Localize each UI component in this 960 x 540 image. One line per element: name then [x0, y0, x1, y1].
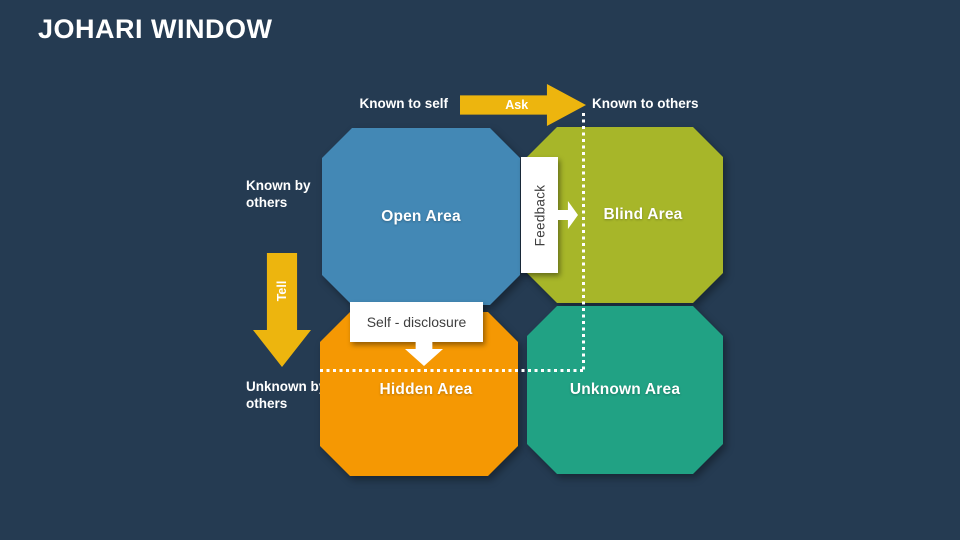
quadrant-open-area-label: Open Area [381, 207, 461, 225]
quadrant-unknown-area: Unknown Area [527, 306, 723, 474]
self-disclosure-label: Self - disclosure [366, 314, 467, 330]
axis-label-known-to-self: Known to self [359, 96, 449, 111]
quadrant-open-area-shape: Open Area [322, 128, 520, 305]
quadrant-hidden-area-label: Hidden Area [379, 381, 473, 398]
tell-arrow-icon: Tell [253, 253, 311, 367]
axis-label-known-by-others: Known by others [246, 178, 311, 210]
quadrant-unknown-area-label: Unknown Area [569, 381, 681, 398]
vertical-dotted-divider [582, 113, 585, 370]
feedback-box: Feedback [521, 157, 558, 273]
ask-arrow-label: Ask [505, 97, 529, 112]
quadrant-open-area: Open Area [322, 128, 520, 305]
quadrant-blind-area-label: Blind Area [603, 206, 683, 223]
axis-label-known-to-others: Known to others [592, 96, 699, 111]
axis-label-unknown-by-others: Unknown by others [246, 379, 327, 411]
tell-arrow-label: Tell [275, 280, 289, 301]
ask-arrow-icon: Ask [460, 84, 586, 126]
feedback-label: Feedback [532, 184, 547, 246]
self-disclosure-box: Self - disclosure [350, 302, 483, 342]
slide-title: JOHARI WINDOW [38, 14, 273, 44]
quadrant-unknown-area-shape: Unknown Area [527, 306, 723, 474]
horizontal-dotted-divider [320, 369, 583, 372]
